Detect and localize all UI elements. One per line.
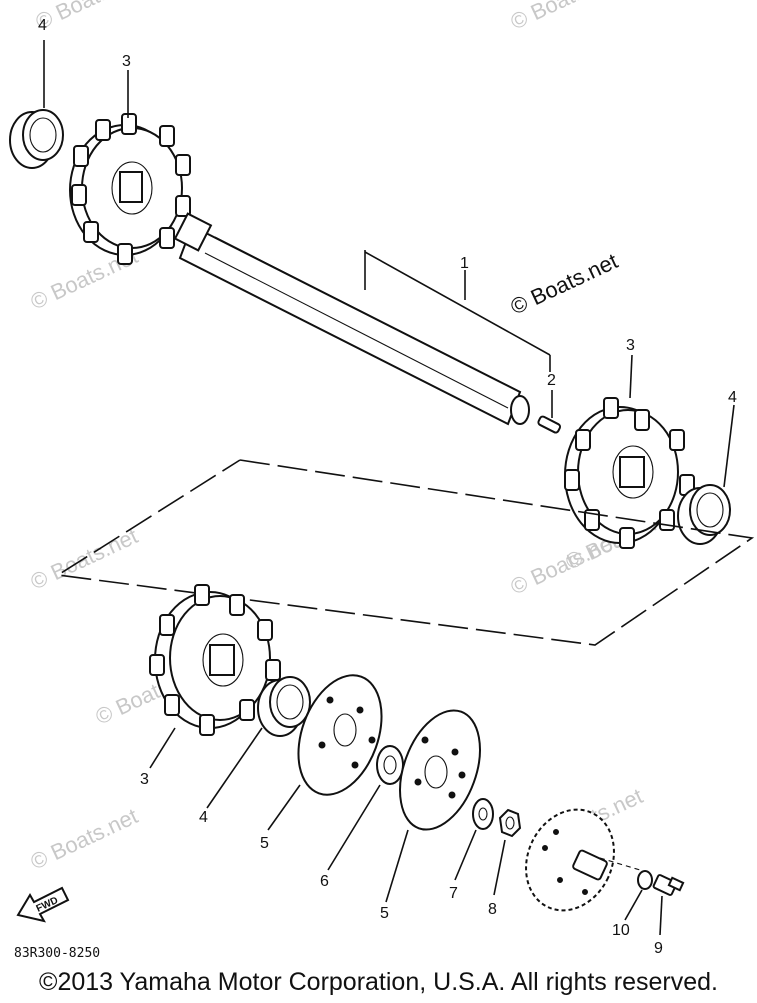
- callout-6: 6: [320, 873, 329, 890]
- sprocket-lower: [149, 584, 281, 769]
- sprocket-top-left: [69, 70, 191, 265]
- watermark-dark: © Boats.net: [507, 248, 622, 319]
- callout-2: 2: [547, 372, 556, 389]
- callout-4-lower: 4: [199, 809, 208, 826]
- drive-shaft: [173, 212, 551, 426]
- assembly-outline: [55, 459, 755, 646]
- callout-10: 10: [612, 922, 630, 939]
- nut: [493, 808, 522, 896]
- diagram-code: 83R300-8250: [14, 946, 101, 961]
- plate-first: [267, 674, 383, 831]
- callout-4-right: 4: [728, 389, 737, 406]
- hub-flange: [525, 808, 641, 912]
- callout-3-right: 3: [626, 337, 635, 354]
- lock-washer: [624, 870, 653, 921]
- callout-5-first: 5: [260, 835, 269, 852]
- callout-3-lower: 3: [140, 771, 149, 788]
- forward-arrow-label: FWD: [35, 895, 60, 915]
- sprocket-right: [564, 354, 695, 549]
- pin: [537, 390, 562, 434]
- callout-8: 8: [488, 901, 497, 918]
- plate-second: [385, 709, 481, 903]
- bearing-top-left: [9, 40, 64, 169]
- bearing-lower: [206, 676, 311, 809]
- callout-7: 7: [449, 885, 458, 902]
- callout-3-top-left: 3: [122, 53, 131, 70]
- callout-5-second: 5: [380, 905, 389, 922]
- copyright-notice: ©2013 Yamaha Motor Corporation, U.S.A. A…: [39, 968, 718, 996]
- callout-1: 1: [460, 255, 469, 272]
- watermark-1: © Boats.net: [32, 0, 147, 35]
- callout-9: 9: [654, 940, 663, 957]
- watermark-6: © Boats.net: [27, 803, 142, 874]
- forward-arrow-icon: FWD: [16, 886, 70, 923]
- watermark-2: © Boats.net: [507, 0, 622, 35]
- bearing-right: [677, 404, 735, 545]
- callout-4-top-left: 4: [38, 17, 47, 34]
- washer: [454, 798, 494, 881]
- bolt: [652, 874, 685, 936]
